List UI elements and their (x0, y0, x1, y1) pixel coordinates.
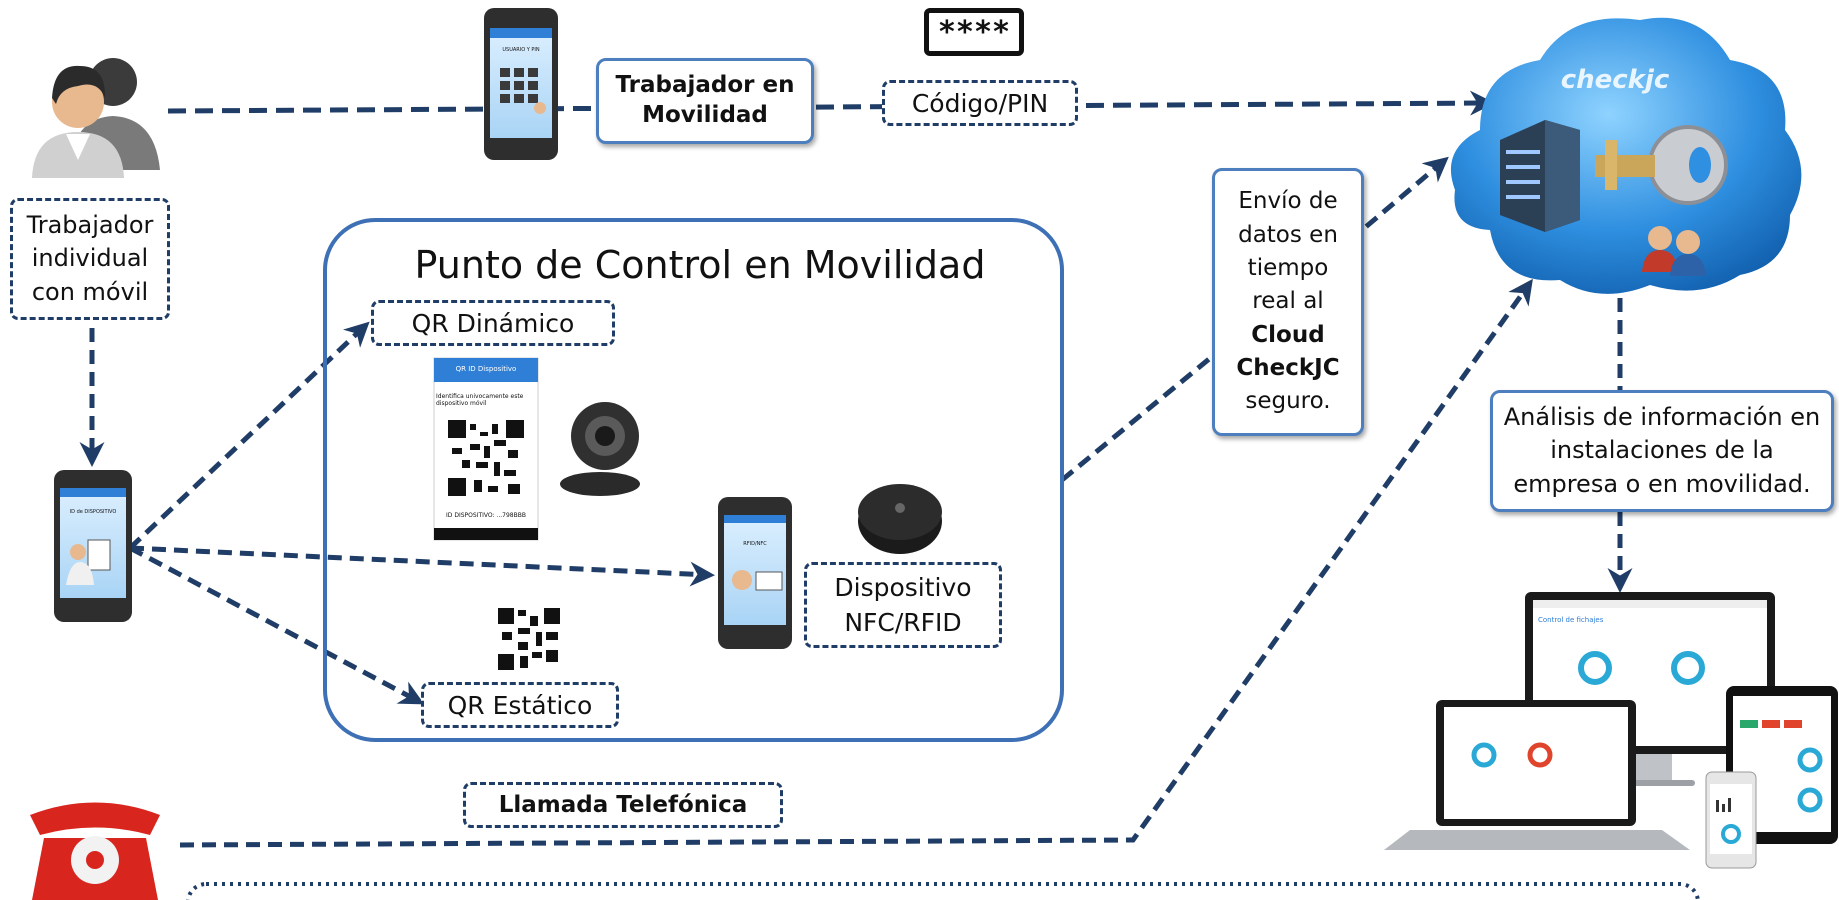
data-sending-box: Envío de datos en tiempo real al Cloud C… (1212, 168, 1364, 436)
data-sending-line2: datos en (1238, 221, 1338, 248)
qr-app-title: QR ID Dispositivo (455, 365, 517, 373)
static-qr-graphic (498, 608, 560, 670)
nfc-device-box: Dispositivo NFC/RFID (804, 562, 1002, 648)
pin-phone-graphic (484, 8, 558, 160)
pin-mask: **** (924, 8, 1024, 56)
data-sending-line1: Envío de (1238, 188, 1338, 215)
data-sending-line4: real al (1252, 288, 1324, 315)
control-point-title: Punto de Control en Movilidad (414, 243, 986, 287)
data-sending-line6: CheckJC (1236, 355, 1340, 382)
data-sending-line3: tiempo (1247, 254, 1329, 281)
cloud-graphic (1450, 17, 1802, 294)
pin-code-box: Código/PIN (882, 80, 1078, 126)
worker-phone-graphic (54, 470, 132, 622)
qr-app-text: Identifica univocamente este dispositivo… (436, 393, 524, 407)
arrow-phone-to-qr-static (128, 545, 425, 705)
small-phone-graphic (1705, 771, 1757, 869)
dashboard-title: Control de fichajes (1538, 616, 1604, 624)
id-screen-label: ID de DISPOSITIVO (69, 509, 117, 515)
pin-screen-label: USUARIO Y PIN (502, 47, 540, 53)
telephone-graphic (30, 802, 160, 900)
data-sending-line7: seguro. (1245, 388, 1331, 415)
arrow-call-to-cloud (179, 278, 1533, 848)
cloud-logo: checkjc (1560, 65, 1670, 95)
nfc-screen-label: RFID/NFC (743, 541, 767, 547)
mobile-worker-box: Trabajador en Movilidad (596, 58, 814, 144)
qr-dynamic-screen (433, 357, 539, 541)
phone-call-box: Llamada Telefónica (463, 782, 783, 828)
bottom-note-frame (186, 882, 1700, 900)
qr-app-id: ID DISPOSITIVO: ...798BBB (446, 511, 526, 519)
workers-icon (32, 58, 160, 178)
individual-worker-box: Trabajador individual con móvil (10, 198, 170, 320)
control-point-frame (323, 218, 1064, 742)
nfc-phone-graphic (718, 497, 792, 649)
laptop-graphic (1384, 700, 1690, 850)
arrow-phone-to-qr-dynamic (128, 321, 370, 550)
analysis-box: Análisis de información en instalaciones… (1490, 390, 1834, 512)
qr-static-box: QR Estático (421, 682, 619, 728)
data-sending-line5: Cloud (1251, 321, 1325, 348)
qr-dynamic-box: QR Dinámico (371, 300, 615, 346)
arrow-phone-to-nfc (129, 545, 715, 587)
arrow-worker-to-cloud (167, 90, 1495, 116)
webcam-graphic (560, 402, 640, 496)
nfc-tag-graphic (858, 484, 942, 554)
